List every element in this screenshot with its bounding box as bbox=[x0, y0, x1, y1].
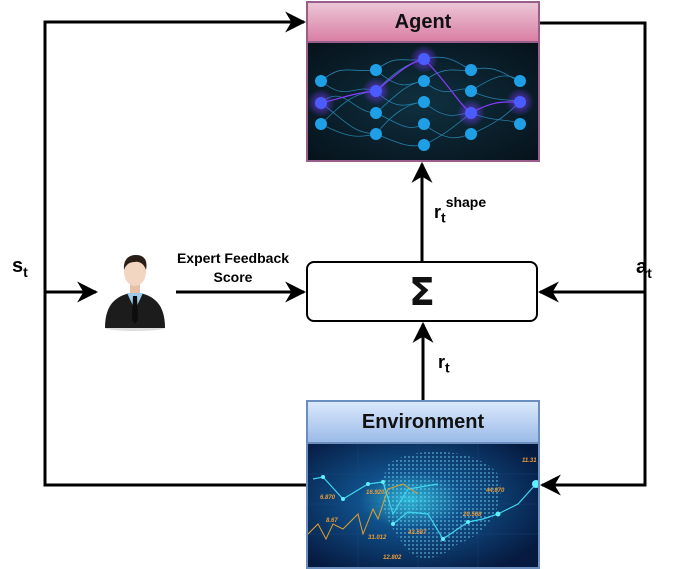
env-number-9: 43.587 bbox=[407, 530, 427, 536]
feedback-label-line1: Expert Feedback bbox=[176, 250, 290, 266]
shaped-reward-label-sub: t bbox=[441, 209, 446, 226]
env-number-5: 12.802 bbox=[383, 555, 402, 561]
shaped-reward-label-base: r bbox=[434, 202, 442, 222]
reward-label: rt bbox=[438, 352, 450, 376]
action-label-sub: t bbox=[647, 265, 652, 281]
environment-block: Environment bbox=[306, 400, 540, 569]
environment-title: Environment bbox=[308, 402, 538, 444]
action-connector bbox=[539, 21, 647, 496]
expert-avatar bbox=[100, 250, 170, 332]
state-label: st bbox=[12, 255, 28, 280]
env-number-8: 8.67 bbox=[326, 518, 338, 524]
state-label-base: s bbox=[12, 255, 24, 277]
env-number-6: 6.870 bbox=[320, 495, 336, 501]
agent-title: Agent bbox=[308, 3, 538, 43]
financial-globe-image: 11.31 44.870 20.568 31.012 12.802 6.870 … bbox=[308, 444, 538, 567]
shaped-reward-label-sup: shape bbox=[445, 194, 487, 210]
env-number-3: 20.568 bbox=[462, 512, 482, 518]
reward-label-sub: t bbox=[445, 359, 450, 376]
feedback-label-line2: Score bbox=[213, 269, 253, 285]
summation-block: Σ bbox=[306, 261, 538, 322]
env-number-1: 11.31 bbox=[522, 458, 537, 464]
env-number-2: 44.870 bbox=[485, 488, 505, 494]
globe-chart-icon: 11.31 44.870 20.568 31.012 12.802 6.870 … bbox=[308, 444, 538, 567]
expert-feedback-label: Expert Feedback Score bbox=[165, 249, 301, 287]
agent-block: Agent bbox=[306, 1, 540, 162]
sigma-symbol: Σ bbox=[409, 269, 435, 314]
state-connector bbox=[43, 11, 307, 487]
neural-network-icon bbox=[308, 43, 538, 160]
action-label-base: a bbox=[636, 256, 648, 278]
neural-network-image bbox=[308, 43, 538, 160]
reward-label-base: r bbox=[438, 352, 446, 372]
state-label-sub: t bbox=[23, 264, 28, 280]
shaped-reward-label: rtshape bbox=[434, 194, 486, 226]
env-number-7: 16.920 bbox=[366, 490, 385, 496]
action-label: at bbox=[636, 256, 652, 281]
env-number-4: 31.012 bbox=[368, 535, 387, 541]
businessman-icon bbox=[105, 255, 165, 331]
